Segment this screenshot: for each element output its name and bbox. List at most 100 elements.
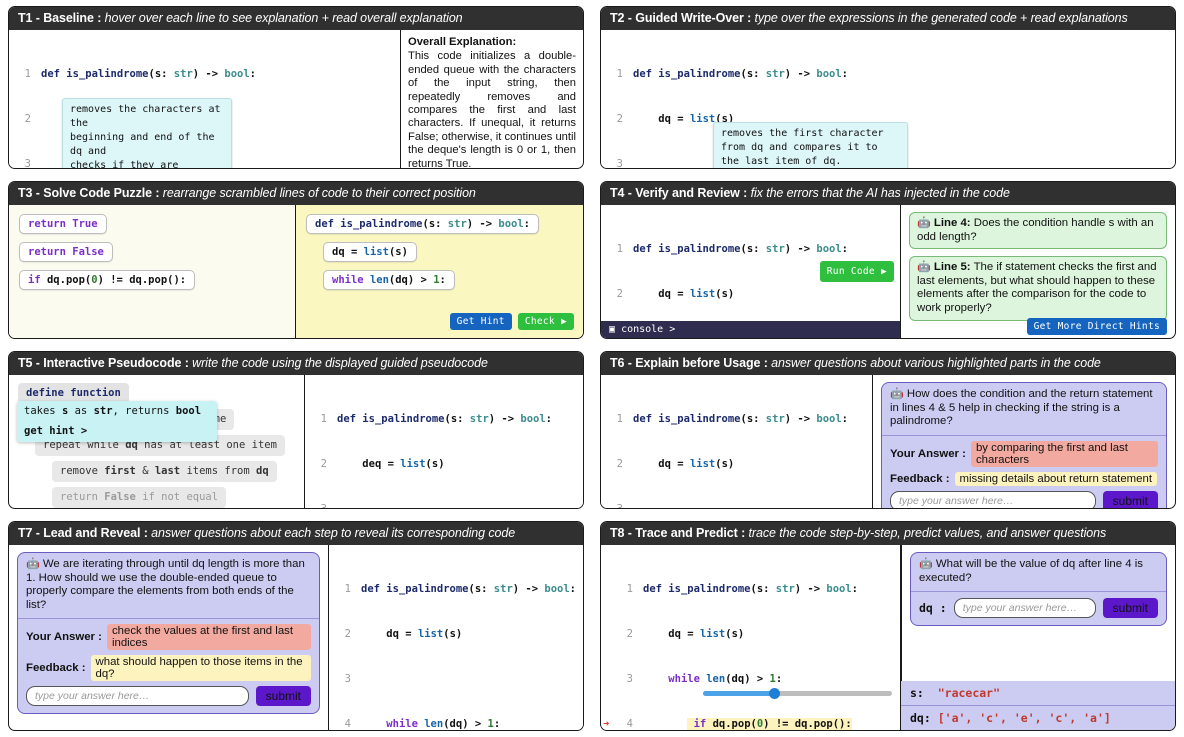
play-icon: ▶ [560,316,567,327]
pseudo-step[interactable]: repeat while dq has at least one item [35,435,285,456]
console-bar: ▣ console > [601,321,900,338]
question-card: 🤖 How does the condition and the return … [881,382,1167,508]
scrambled-chip[interactable]: return False [19,242,113,262]
get-more-direct-hints-button[interactable]: Get More Direct Hints [1026,318,1167,335]
panel-t6-title: Explain before Usage [635,356,761,370]
panel-t7-header: T7 - Lead and Reveal : answer questions … [9,522,583,545]
code-line: 4 while len(dq) > 1: [344,718,501,730]
run-code-button[interactable]: Run Code ▶ [819,261,894,282]
answer-input[interactable]: type your answer here… [890,490,1096,508]
pseudo-step[interactable]: define function [18,383,129,404]
panel-t3-title: Solve Code Puzzle [43,186,152,200]
hint-line-ref: Line 5: [933,261,971,274]
check-button[interactable]: Check ▶ [517,313,574,330]
submit-button[interactable]: submit [1102,598,1158,619]
explanation-title: Overall Explanation: [408,36,517,48]
variable-value: "racecar" [937,686,1001,700]
panel-t1-sep: : [93,11,105,25]
panel-t1-header: T1 - Baseline : hover over each line to … [9,7,583,30]
variables-pane: s: "racecar" dq: ['a', 'c', 'e', 'c', 'a… [901,681,1175,730]
variable-name: dq: [910,711,931,725]
code-line: 3 [344,673,351,685]
t1-overall-explanation: Overall Explanation: This code initializ… [400,30,583,168]
feedback-value: missing details about return statement [954,471,1157,486]
hint-card: 🤖 Line 5: The if statement checks the fi… [909,256,1167,321]
pseudocode-pane[interactable]: define function check if string is palin… [9,375,305,508]
scrambled-chip[interactable]: if dq.pop(0) != dq.pop(): [19,270,196,290]
next-line-arrow-icon: ➜ [603,718,610,730]
panel-t7-id: T7 [18,526,33,540]
code-line: 2 dq = list(s) [616,288,735,300]
question-text: 🤖 What will be the value of dq after lin… [911,553,1166,593]
cell-t5: T5 - Interactive Pseudocode : write the … [0,345,592,515]
scrambled-chip[interactable]: return True [19,214,107,234]
pseudo-step[interactable]: return False if not equal [52,487,227,508]
panel-t5: T5 - Interactive Pseudocode : write the … [8,351,584,509]
panel-t3: T3 - Solve Code Puzzle : rearrange scram… [8,181,584,339]
pseudocode-hint-popup[interactable]: takes s as str, returns bool get hint > [17,401,217,442]
hint-line-ref: Line 4: [933,217,971,229]
panel-t6-sep: : [760,356,772,370]
feedback-value: what should happen to those items in the… [90,655,311,682]
robot-icon: 🤖 [917,217,931,229]
panel-t5-title: Interactive Pseudocode [43,356,182,370]
variable-row: dq: ['a', 'c', 'e', 'c', 'a'] [901,705,1175,730]
cell-t6: T6 - Explain before Usage : answer quest… [592,345,1184,515]
code-line: 3 [616,503,623,509]
question-body: What will be the value of dq after line … [919,558,1143,584]
submit-button[interactable]: submit [255,686,311,707]
hint-text: Does the condition handle s with an odd … [917,217,1154,243]
feedback-label: Feedback : [890,472,950,485]
line-explanation-tooltip: removes the characters at the beginning … [62,98,232,168]
typeover-tooltip: removes the first character from dq and … [713,122,908,168]
step-slider[interactable] [703,687,892,699]
panel-t8: T8 - Trace and Predict : trace the code … [600,521,1176,731]
panel-t6-subtitle: answer questions about various highlight… [771,356,1101,370]
pseudo-step[interactable]: remove first & last items from dq [52,461,277,482]
hint-text: The if statement checks the first and la… [917,261,1157,314]
panel-t6: T6 - Explain before Usage : answer quest… [600,351,1176,509]
get-hint-link[interactable]: get hint > [24,425,88,437]
panel-t7-title: Lead and Reveal [43,526,141,540]
panel-t6-id: T6 [610,356,625,370]
panel-t3-id: T3 [18,186,33,200]
panel-t4: T4 - Verify and Review : fix the errors … [600,181,1176,339]
panel-t7-subtitle: answer questions about each step to reve… [151,526,516,540]
console-label: console > [621,324,676,335]
panel-t3-sep: : [151,186,163,200]
submit-button[interactable]: submit [1102,490,1158,508]
question-text: 🤖 How does the condition and the return … [882,383,1166,436]
code-line-next: ➜4 if dq.pop(0) != dq.pop(): [603,718,852,730]
slider-fill [703,691,774,696]
placed-chip[interactable]: while len(dq) > 1: [323,270,455,290]
cell-t8: T8 - Trace and Predict : trace the code … [592,515,1184,737]
question-card: 🤖 We are iterating through until dq leng… [17,552,320,715]
answer-input[interactable]: type your answer here… [953,598,1096,619]
code-line: 2 dq = list(s) [616,458,735,470]
panel-t6-header: T6 - Explain before Usage : answer quest… [601,352,1175,375]
your-answer-value: check the values at the first and last i… [106,624,311,651]
code-line: 3 while len(dq) > 1: [626,673,783,685]
panel-t2: T2 - Guided Write-Over : type over the e… [600,6,1176,169]
placed-chip[interactable]: dq = list(s) [323,242,417,262]
slider-knob[interactable] [769,687,781,699]
popup-signature: takes s as str, returns bool [24,405,202,417]
answer-input[interactable]: type your answer here… [26,686,249,707]
get-hint-button[interactable]: Get Hint [449,313,512,330]
t4-hints-pane: 🤖 Line 4: Does the condition handle s wi… [901,205,1175,338]
panel-t2-header: T2 - Guided Write-Over : type over the e… [601,7,1175,30]
panel-t2-title: Guided Write-Over [635,11,744,25]
puzzle-drop-area[interactable]: def is_palindrome(s: str) -> bool: dq = … [296,205,583,338]
placed-chip[interactable]: def is_palindrome(s: str) -> bool: [306,214,539,234]
code-line: 2 dq = list(s) [626,628,745,640]
scrambled-lines-tray[interactable]: return True return False if dq.pop(0) !=… [9,205,296,338]
